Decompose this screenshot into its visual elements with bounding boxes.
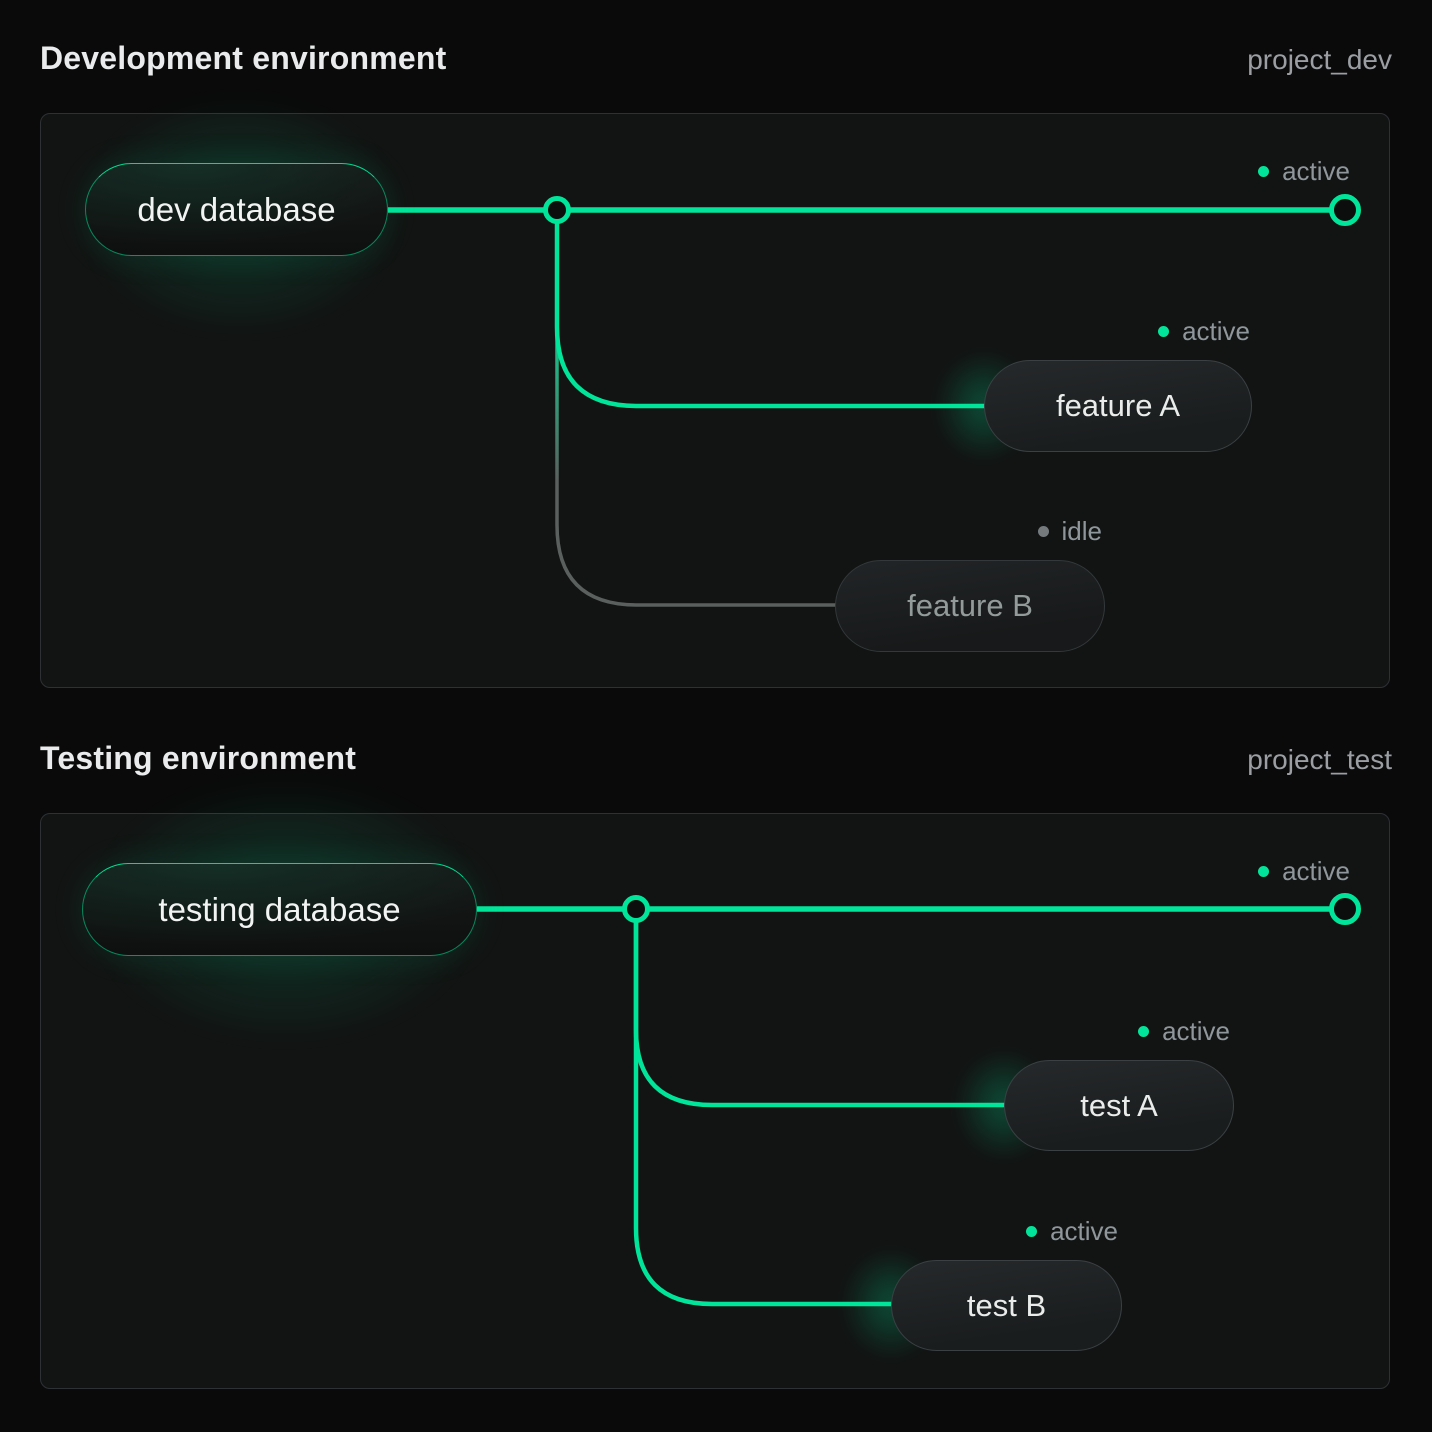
status-label: active bbox=[1182, 315, 1250, 346]
test-a-node: test A bbox=[1004, 1060, 1234, 1151]
feature-a-node: feature A bbox=[984, 360, 1252, 452]
status-label: active bbox=[1050, 1215, 1118, 1246]
development-header: Development environment project_dev bbox=[40, 40, 1392, 77]
test-a-status-badge: active bbox=[1138, 1012, 1230, 1050]
status-dot-icon bbox=[1258, 865, 1270, 877]
status-label: idle bbox=[1061, 515, 1102, 546]
dev-database-node: dev database bbox=[85, 163, 388, 256]
feature-b-node: feature B bbox=[835, 560, 1105, 652]
feature-b-status-badge: idle bbox=[1037, 512, 1102, 550]
test-b-status-badge: active bbox=[1026, 1212, 1118, 1250]
status-dot-icon bbox=[1138, 1025, 1150, 1037]
project-test-label: project_test bbox=[1247, 744, 1392, 775]
testing-panel-title: Testing environment bbox=[40, 740, 357, 776]
testing-trunk-status-badge: active bbox=[1258, 852, 1350, 890]
feature-a-status-badge: active bbox=[1158, 312, 1250, 350]
status-label: active bbox=[1282, 155, 1350, 186]
dev-trunk-status-badge: active bbox=[1258, 152, 1350, 190]
status-label: active bbox=[1282, 855, 1350, 886]
status-label: active bbox=[1162, 1015, 1230, 1046]
status-dot-icon bbox=[1158, 325, 1170, 337]
project-dev-label: project_dev bbox=[1247, 44, 1392, 75]
status-dot-icon bbox=[1037, 525, 1049, 537]
status-dot-icon bbox=[1026, 1225, 1038, 1237]
development-panel-title: Development environment bbox=[40, 40, 447, 76]
status-dot-icon bbox=[1258, 165, 1270, 177]
test-b-node: test B bbox=[891, 1260, 1122, 1351]
testing-database-node: testing database bbox=[82, 863, 477, 956]
testing-header: Testing environment project_test bbox=[40, 740, 1392, 777]
